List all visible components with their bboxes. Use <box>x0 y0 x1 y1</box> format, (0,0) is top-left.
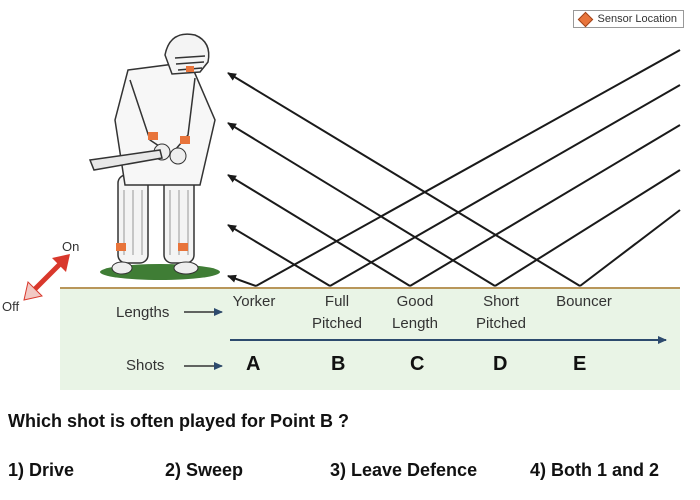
batsman-figure <box>88 33 220 280</box>
bounce-arrow-b <box>227 224 331 287</box>
length-label-short-pitched: Short Pitched <box>470 291 532 335</box>
shot-letter-c: C <box>410 353 425 375</box>
question-text: Which shot is often played for Point B ? <box>8 411 349 431</box>
length-label-line1: Short <box>483 293 519 310</box>
bounce-arrow-c <box>227 174 411 287</box>
on-label: On <box>62 239 80 254</box>
option-3[interactable]: 3) Leave Defence <box>330 460 478 480</box>
incoming-line-a <box>255 49 681 287</box>
length-label-line2: Pitched <box>475 315 527 332</box>
shot-letter-e: E <box>573 353 587 375</box>
bounce-arrow-a <box>227 274 257 287</box>
length-label-line1: Good <box>396 293 434 310</box>
orange-diamond-icon <box>577 11 593 27</box>
incoming-line-b <box>329 84 681 287</box>
off-label: Off <box>2 299 20 314</box>
length-label-good-length: Good Length <box>386 291 444 335</box>
shot-letter-a: A <box>246 353 261 375</box>
on-off-arrow <box>23 254 70 301</box>
length-label-line1: Yorker <box>232 293 276 310</box>
shot-letter-d: D <box>493 353 508 375</box>
cricket-diagram: Sensor Location On Off Lengths Shots Yor… <box>2 10 684 390</box>
shot-letter-b: B <box>331 353 346 375</box>
legend-label: Sensor Location <box>597 13 678 25</box>
option-4[interactable]: 4) Both 1 and 2 <box>530 460 660 480</box>
length-label-line1: Full <box>324 293 350 310</box>
incoming-line-e <box>579 209 681 287</box>
incoming-line-c <box>409 124 681 287</box>
diagram-svg <box>23 33 681 390</box>
length-label-yorker: Yorker <box>226 291 282 313</box>
shots-row-label: Shots <box>126 357 165 374</box>
incoming-line-d <box>494 169 681 287</box>
option-2[interactable]: 2) Sweep <box>165 460 244 480</box>
legend: Sensor Location <box>572 10 684 28</box>
length-label-line2: Length <box>392 315 438 332</box>
bounce-arrow-d <box>227 122 496 287</box>
length-label-bouncer: Bouncer <box>550 291 618 313</box>
trajectory-lines <box>227 49 681 287</box>
option-1[interactable]: 1) Drive <box>8 460 75 480</box>
length-label-full-pitched: Full Pitched <box>306 291 368 335</box>
length-label-line2: Pitched <box>311 315 363 332</box>
lengths-row-label: Lengths <box>116 304 170 321</box>
bounce-arrow-e <box>227 72 581 287</box>
length-label-line1: Bouncer <box>556 293 612 310</box>
